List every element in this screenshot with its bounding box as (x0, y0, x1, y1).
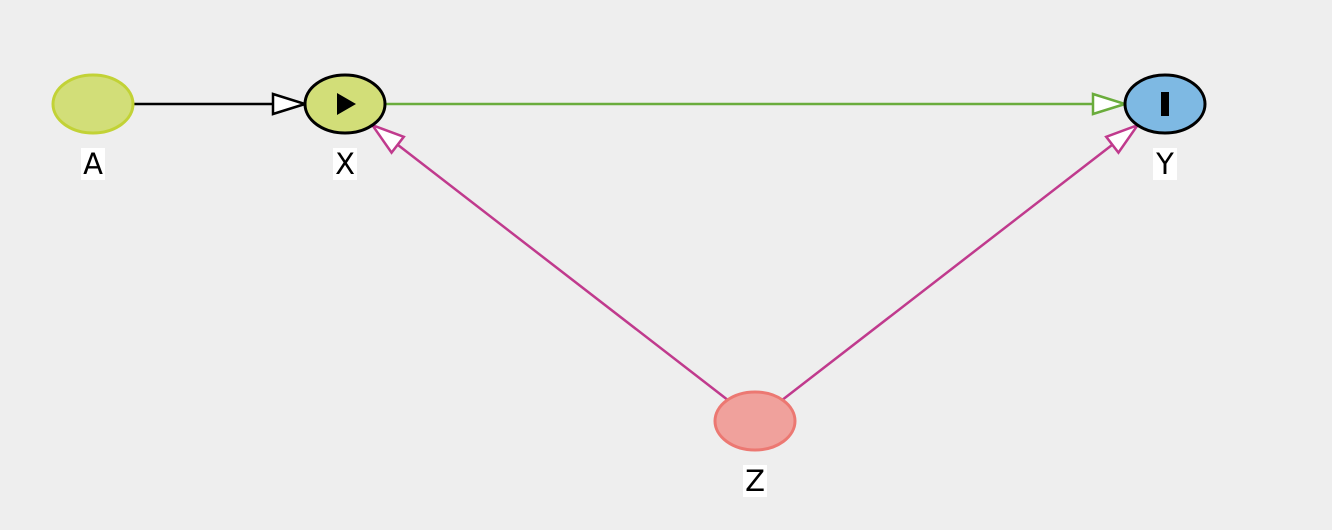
node-z-label: Z (745, 464, 765, 498)
edge-z-to-y[interactable] (781, 122, 1141, 401)
edge-a-to-x[interactable] (133, 92, 310, 116)
arrowhead-icon (271, 92, 310, 116)
arrowhead-icon (369, 122, 406, 155)
node-y[interactable]: Y (1123, 73, 1207, 181)
node-x-label: X (335, 147, 355, 181)
edge-z-to-x[interactable] (369, 122, 729, 401)
arrowhead-icon (1104, 122, 1141, 155)
node-a-shape[interactable] (51, 73, 135, 135)
play-icon (337, 93, 356, 115)
node-x-label-background (333, 148, 357, 180)
node-x[interactable]: X (303, 73, 387, 181)
arrowhead-icon (1091, 92, 1130, 116)
node-y-label-background (1153, 148, 1177, 180)
node-a-label-background (81, 148, 105, 180)
node-z-label-background (743, 465, 767, 497)
edge-x-to-y[interactable] (385, 92, 1130, 116)
edge-line (396, 143, 729, 401)
node-y-label: Y (1155, 147, 1174, 181)
node-a-label: A (83, 147, 103, 181)
node-z[interactable]: Z (713, 390, 797, 498)
edge-line (781, 143, 1114, 401)
bar-icon (1161, 92, 1169, 116)
node-a[interactable]: A (51, 73, 135, 181)
node-z-shape[interactable] (713, 390, 797, 452)
edges-layer (133, 92, 1141, 401)
